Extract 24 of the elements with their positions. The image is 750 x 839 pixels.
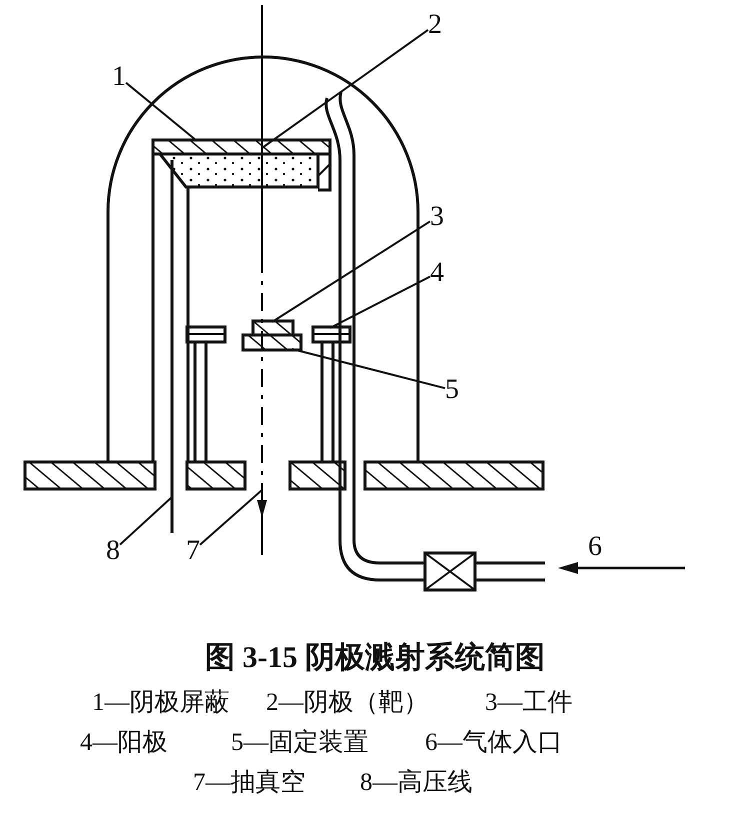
leader-line [330,276,430,329]
leader-line [199,489,263,546]
leader-line [119,496,173,546]
legend-text: 8—高压线 [360,768,472,798]
leader-line [261,29,429,149]
callout-number: 7 [186,536,200,566]
callout-number: 4 [430,258,444,288]
legend-text: 5—固定装置 [231,728,368,758]
callout-number: 6 [588,532,602,562]
callout-number: 5 [445,375,459,405]
legend-text: 7—抽真空 [193,768,306,798]
legend-text: 4—阳极 [80,728,168,758]
callout-number: 1 [112,62,126,92]
callout-number: 3 [430,202,444,232]
legend-text: 3—工件 [485,688,572,718]
leader-line [292,348,446,390]
callout-number: 8 [106,536,120,566]
figure-title: 图 3-15 阴极溅射系统简图 [205,640,545,676]
legend-text: 1—阴极屏蔽 [92,688,230,718]
leader-line [271,220,431,323]
legend-text: 2—阴极（靶） [266,688,428,718]
leader-line [125,82,198,142]
legend-text: 6—气体入口 [425,728,562,758]
callout-number: 2 [428,10,442,40]
